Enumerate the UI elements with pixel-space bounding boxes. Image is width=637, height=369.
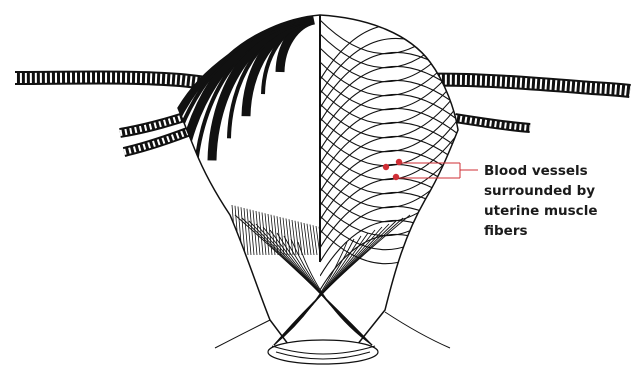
vessel-dot (383, 164, 389, 170)
cervix-base (268, 340, 378, 364)
tail-fiber (215, 320, 270, 348)
vessel-dot (393, 174, 399, 180)
annotation-line-4: fibers (484, 221, 528, 241)
annotation-line-1: Blood vessels (484, 161, 588, 181)
annotation-line-3: uterine muscle (484, 201, 597, 221)
vessel-dot (396, 159, 402, 165)
annotation-line-2: surrounded by (484, 181, 595, 201)
tail-fiber (385, 312, 450, 348)
